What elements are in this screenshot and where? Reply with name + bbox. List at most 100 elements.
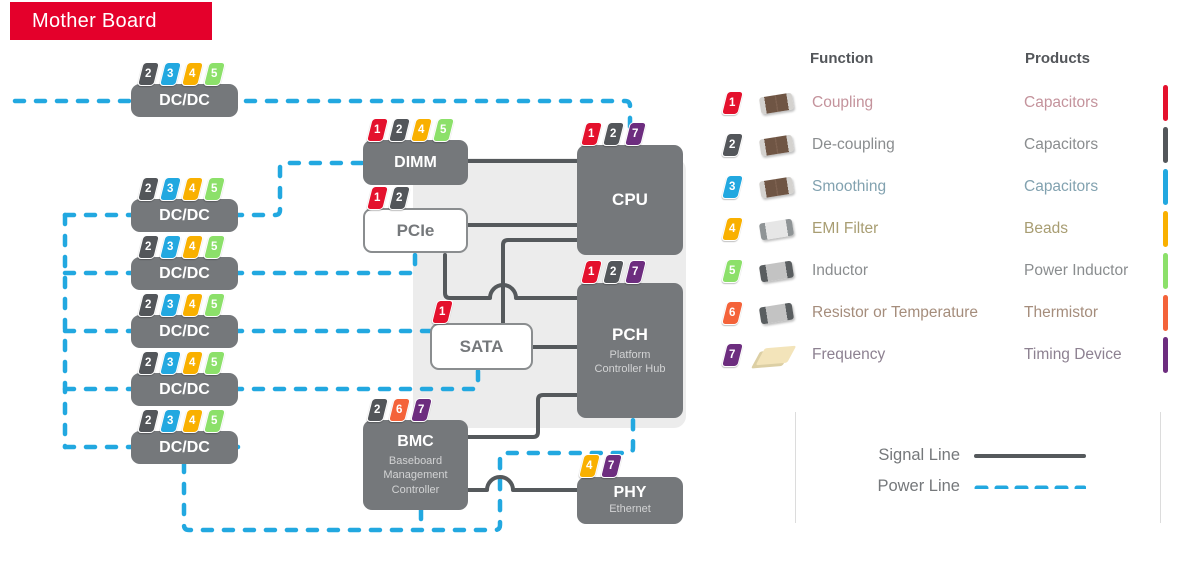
badge-1: 1 bbox=[366, 118, 389, 142]
badge-2: 2 bbox=[388, 186, 411, 210]
badge-3: 3 bbox=[159, 409, 182, 433]
legend-color-bar bbox=[1163, 253, 1168, 289]
page-title: Mother Board bbox=[10, 2, 212, 40]
badge-2: 2 bbox=[388, 118, 411, 142]
legend-function-label: EMI Filter bbox=[812, 220, 879, 237]
legend-product-label: Thermistor bbox=[1024, 304, 1099, 321]
legend-row: 5 Inductor Power Inductor bbox=[721, 250, 1168, 292]
block-label: PCIe bbox=[396, 220, 435, 240]
legend-product-label: Timing Device bbox=[1024, 346, 1122, 363]
badge-7: 7 bbox=[624, 260, 647, 284]
inductor-chip-icon bbox=[754, 260, 798, 282]
badge-3: 3 bbox=[159, 177, 182, 201]
badge-5: 5 bbox=[203, 235, 226, 259]
block-dcdc-4: DC/DC bbox=[131, 373, 238, 406]
badge-4: 4 bbox=[181, 351, 204, 375]
legend-function-label: De-coupling bbox=[812, 136, 895, 153]
badge-7: 7 bbox=[721, 343, 744, 367]
badge-2: 2 bbox=[602, 122, 625, 146]
signal-line-sample bbox=[974, 454, 1086, 458]
badge-3: 3 bbox=[159, 351, 182, 375]
badge-7: 7 bbox=[600, 454, 623, 478]
legend-row: 4 EMI Filter Beads bbox=[721, 208, 1168, 250]
power-line-dcdc-to-sata-bottom bbox=[62, 367, 481, 392]
signal-line-cpu-sata bbox=[501, 238, 579, 325]
block-label: PCH bbox=[612, 324, 648, 344]
block-sata: SATA bbox=[430, 323, 533, 370]
capacitor-icon bbox=[754, 134, 798, 156]
badge-3: 3 bbox=[159, 235, 182, 259]
badge-1: 1 bbox=[580, 260, 603, 284]
badge-3: 3 bbox=[159, 62, 182, 86]
badge-2: 2 bbox=[137, 351, 160, 375]
power-line-bottom-loop-to-pch bbox=[181, 415, 636, 533]
power-line-dcdc-to-pcie bbox=[62, 250, 418, 276]
block-sublabel: Baseboard Management Controller bbox=[383, 455, 448, 496]
badge-4: 4 bbox=[181, 235, 204, 259]
badge-2: 2 bbox=[721, 133, 744, 157]
badge-4: 4 bbox=[181, 409, 204, 433]
power-line-top-dcdc-to-cpu bbox=[12, 98, 633, 148]
badge-3: 3 bbox=[159, 293, 182, 317]
line-type-legend: Signal Line Power Line bbox=[860, 440, 1086, 502]
badge-3: 3 bbox=[721, 175, 744, 199]
block-dcdc-1: DC/DC bbox=[131, 199, 238, 232]
block-pcie: PCIe bbox=[363, 208, 468, 253]
legend-product-label: Power Inductor bbox=[1024, 262, 1129, 279]
block-label: DC/DC bbox=[159, 264, 210, 282]
legend-product-label: Capacitors bbox=[1024, 136, 1099, 153]
badge-4: 4 bbox=[181, 177, 204, 201]
power-line-sample bbox=[974, 485, 1086, 489]
badge-5: 5 bbox=[203, 351, 226, 375]
thermistor-chip-icon bbox=[754, 302, 798, 324]
badge-6: 6 bbox=[721, 301, 744, 325]
power-line-dcdc-to-dimm bbox=[62, 160, 366, 218]
legend-row: 7 Frequency Timing Device bbox=[721, 334, 1168, 376]
badge-1: 1 bbox=[366, 186, 389, 210]
legend-products-header: Products bbox=[1025, 50, 1091, 67]
block-label: CPU bbox=[612, 190, 648, 209]
badge-5: 5 bbox=[721, 259, 744, 283]
legend-color-bar bbox=[1163, 127, 1168, 163]
block-label: DIMM bbox=[394, 153, 437, 171]
badge-4: 4 bbox=[181, 62, 204, 86]
block-label: DC/DC bbox=[159, 438, 210, 456]
block-sublabel: Platform Controller Hub bbox=[594, 348, 666, 375]
capacitor-icon bbox=[754, 176, 798, 198]
block-dcdc-top: DC/DC bbox=[131, 84, 238, 117]
block-dcdc-5: DC/DC bbox=[131, 431, 238, 464]
badge-5: 5 bbox=[203, 293, 226, 317]
badge-4: 4 bbox=[578, 454, 601, 478]
block-sublabel: Ethernet bbox=[609, 503, 651, 516]
legend-product-label: Capacitors bbox=[1024, 94, 1099, 111]
legend-function-label: Smoothing bbox=[812, 178, 887, 195]
legend-color-bar bbox=[1163, 169, 1168, 205]
power-line-label: Power Line bbox=[877, 477, 960, 495]
bead-chip-icon bbox=[754, 218, 798, 240]
legend-color-bar bbox=[1163, 211, 1168, 247]
badge-2: 2 bbox=[602, 260, 625, 284]
block-label: BMC bbox=[397, 433, 434, 451]
block-label: PHY bbox=[613, 484, 647, 502]
badge-5: 5 bbox=[203, 62, 226, 86]
badge-4: 4 bbox=[181, 293, 204, 317]
legend-function-label: Resistor or Temperature bbox=[812, 304, 978, 321]
block-label: DC/DC bbox=[159, 91, 210, 109]
block-label: DC/DC bbox=[159, 206, 210, 224]
badge-2: 2 bbox=[137, 177, 160, 201]
signal-line-label: Signal Line bbox=[878, 446, 960, 464]
legend-color-bar bbox=[1163, 85, 1168, 121]
block-label: SATA bbox=[459, 336, 504, 356]
signal-line-pch-bmc bbox=[466, 393, 579, 439]
badge-4: 4 bbox=[721, 217, 744, 241]
badge-2: 2 bbox=[137, 235, 160, 259]
legend-table: 1 Coupling Capacitors 2 De-coupling Capa… bbox=[721, 82, 1168, 376]
block-dcdc-2: DC/DC bbox=[131, 257, 238, 290]
signal-line-bmc-phy bbox=[466, 475, 579, 492]
legend-function-label: Frequency bbox=[812, 346, 886, 363]
legend-row: 6 Resistor or Temperature Thermistor bbox=[721, 292, 1168, 334]
badge-5: 5 bbox=[432, 118, 455, 142]
legend-function-label: Inductor bbox=[812, 262, 869, 279]
